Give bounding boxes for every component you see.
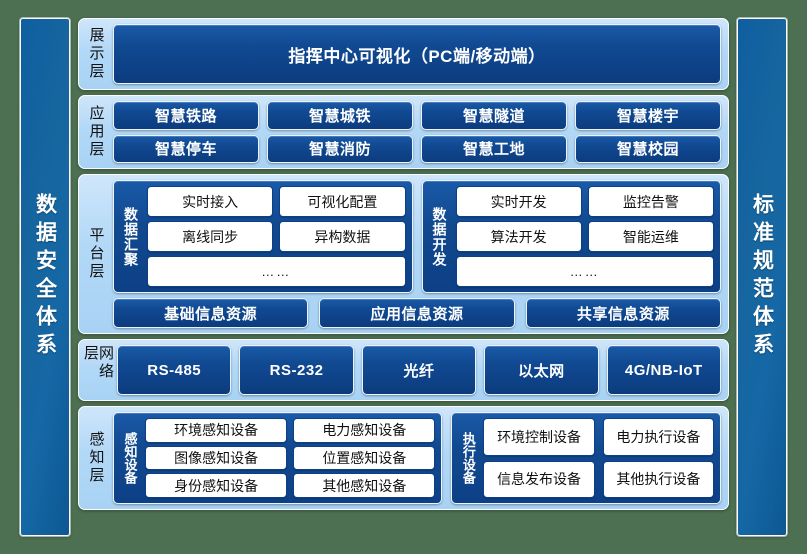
platform-resource-row: 基础信息资源 应用信息资源 共享信息资源 [113, 298, 721, 328]
platform-item-realtime-ingest[interactable]: 实时接入 [147, 186, 274, 217]
network-item-rs232[interactable]: RS-232 [239, 345, 354, 395]
network-item-ethernet[interactable]: 以太网 [484, 345, 599, 395]
layer-platform: 平台层 数据汇聚 实时接入 可视化配置 离线同步 异构数据 …… [78, 174, 729, 334]
platform-group-data-aggregation: 数据汇聚 实时接入 可视化配置 离线同步 异构数据 …… [113, 180, 413, 293]
network-grid: RS-485 RS-232 光纤 以太网 4G/NB-IoT [117, 345, 721, 395]
sensing-group-actuators: 执行设备 环境控制设备 电力执行设备 信息发布设备 其他执行设备 [451, 412, 721, 504]
resource-item-basic-info[interactable]: 基础信息资源 [113, 298, 309, 328]
actuator-item-other[interactable]: 其他执行设备 [602, 460, 714, 498]
platform-item-algorithm-dev[interactable]: 算法开发 [455, 221, 582, 252]
sensing-group-1-title: 执行设备 [460, 432, 476, 484]
app-item-smart-tunnel[interactable]: 智慧隧道 [421, 101, 567, 130]
sensing-group-0-title: 感知设备 [122, 432, 138, 484]
layer-sensing: 感知层 感知设备 环境感知设备 电力感知设备 图像感知设备 位置感知设备 身份感… [78, 406, 729, 510]
sensor-item-image[interactable]: 图像感知设备 [145, 445, 288, 471]
resource-item-app-info[interactable]: 应用信息资源 [319, 298, 515, 328]
layer-platform-body: 数据汇聚 实时接入 可视化配置 离线同步 异构数据 …… 数据开发 [113, 180, 721, 328]
platform-group-0-more[interactable]: …… [147, 256, 406, 287]
sensing-group-sensors: 感知设备 环境感知设备 电力感知设备 图像感知设备 位置感知设备 身份感知设备 … [113, 412, 443, 504]
platform-group-0-grid: 实时接入 可视化配置 离线同步 异构数据 …… [147, 186, 406, 287]
platform-item-smart-ops[interactable]: 智能运维 [587, 221, 714, 252]
actuator-item-power-execution[interactable]: 电力执行设备 [602, 418, 714, 456]
platform-item-realtime-dev[interactable]: 实时开发 [455, 186, 582, 217]
layer-sensing-body: 感知设备 环境感知设备 电力感知设备 图像感知设备 位置感知设备 身份感知设备 … [113, 412, 721, 504]
application-grid: 智慧铁路 智慧城铁 智慧隧道 智慧楼宇 智慧停车 智慧消防 智慧工地 智慧校园 [113, 101, 721, 163]
right-pillar-label: 标准规范体系 [750, 193, 774, 361]
platform-groups: 数据汇聚 实时接入 可视化配置 离线同步 异构数据 …… 数据开发 [113, 180, 721, 293]
sensor-item-environment[interactable]: 环境感知设备 [145, 418, 288, 443]
sensor-item-identity[interactable]: 身份感知设备 [145, 473, 288, 498]
layer-display: 展示层 指挥中心可视化（PC端/移动端） [78, 18, 729, 90]
layer-network-body: RS-485 RS-232 光纤 以太网 4G/NB-IoT [117, 345, 721, 395]
layer-platform-label: 平台层 [87, 227, 105, 281]
network-item-4g-nbiot[interactable]: 4G/NB-IoT [606, 345, 721, 395]
actuator-item-info-release[interactable]: 信息发布设备 [483, 460, 595, 498]
layer-sensing-label: 感知层 [87, 431, 105, 485]
layer-network: 网络层 RS-485 RS-232 光纤 以太网 4G/NB-IoT [78, 339, 729, 401]
layer-application-label: 应用层 [87, 105, 105, 159]
platform-group-0-title: 数据汇聚 [123, 206, 139, 267]
platform-group-1-title: 数据开发 [431, 206, 448, 267]
network-item-fiber[interactable]: 光纤 [361, 345, 477, 395]
layer-network-label: 网络层 [82, 345, 114, 381]
app-item-smart-metro[interactable]: 智慧城铁 [267, 101, 413, 130]
right-pillar-standards: 标准规范体系 [737, 18, 787, 536]
sensing-group-0-grid: 环境感知设备 电力感知设备 图像感知设备 位置感知设备 身份感知设备 其他感知设… [145, 418, 436, 498]
app-item-smart-parking[interactable]: 智慧停车 [113, 134, 259, 163]
sensor-item-other[interactable]: 其他感知设备 [293, 473, 436, 498]
sensor-item-power[interactable]: 电力感知设备 [293, 418, 436, 443]
platform-item-monitor-alarm[interactable]: 监控告警 [587, 186, 714, 217]
app-item-smart-building[interactable]: 智慧楼宇 [575, 101, 721, 130]
platform-group-data-development: 数据开发 实时开发 监控告警 算法开发 智能运维 …… [421, 180, 721, 293]
platform-group-1-more[interactable]: …… [455, 256, 714, 287]
actuator-item-environment-control[interactable]: 环境控制设备 [483, 418, 595, 456]
sensing-groups: 感知设备 环境感知设备 电力感知设备 图像感知设备 位置感知设备 身份感知设备 … [113, 412, 721, 504]
platform-group-1-grid: 实时开发 监控告警 算法开发 智能运维 …… [455, 186, 714, 287]
app-item-smart-site[interactable]: 智慧工地 [421, 134, 567, 163]
platform-item-heterogeneous-data[interactable]: 异构数据 [279, 221, 406, 252]
app-item-smart-railway[interactable]: 智慧铁路 [113, 101, 259, 130]
layer-display-body: 指挥中心可视化（PC端/移动端） [113, 24, 721, 84]
sensor-item-location[interactable]: 位置感知设备 [293, 445, 436, 471]
left-pillar-label: 数据安全体系 [33, 193, 57, 361]
app-item-smart-campus[interactable]: 智慧校园 [575, 134, 721, 163]
sensing-group-1-grid: 环境控制设备 电力执行设备 信息发布设备 其他执行设备 [483, 418, 714, 498]
network-item-rs485[interactable]: RS-485 [117, 345, 232, 395]
layer-application-body: 智慧铁路 智慧城铁 智慧隧道 智慧楼宇 智慧停车 智慧消防 智慧工地 智慧校园 [113, 101, 721, 163]
layer-application: 应用层 智慧铁路 智慧城铁 智慧隧道 智慧楼宇 智慧停车 智慧消防 智慧工地 智… [78, 95, 729, 169]
layer-stack: 展示层 指挥中心可视化（PC端/移动端） 应用层 智慧铁路 智慧城铁 智慧隧道 … [78, 18, 729, 536]
left-pillar-data-security: 数据安全体系 [20, 18, 70, 536]
display-item-command-center[interactable]: 指挥中心可视化（PC端/移动端） [113, 24, 721, 84]
platform-item-visual-config[interactable]: 可视化配置 [279, 186, 406, 217]
app-item-smart-fire[interactable]: 智慧消防 [267, 134, 413, 163]
resource-item-shared-info[interactable]: 共享信息资源 [525, 298, 721, 328]
platform-item-offline-sync[interactable]: 离线同步 [147, 221, 274, 252]
layer-display-label: 展示层 [87, 27, 105, 81]
